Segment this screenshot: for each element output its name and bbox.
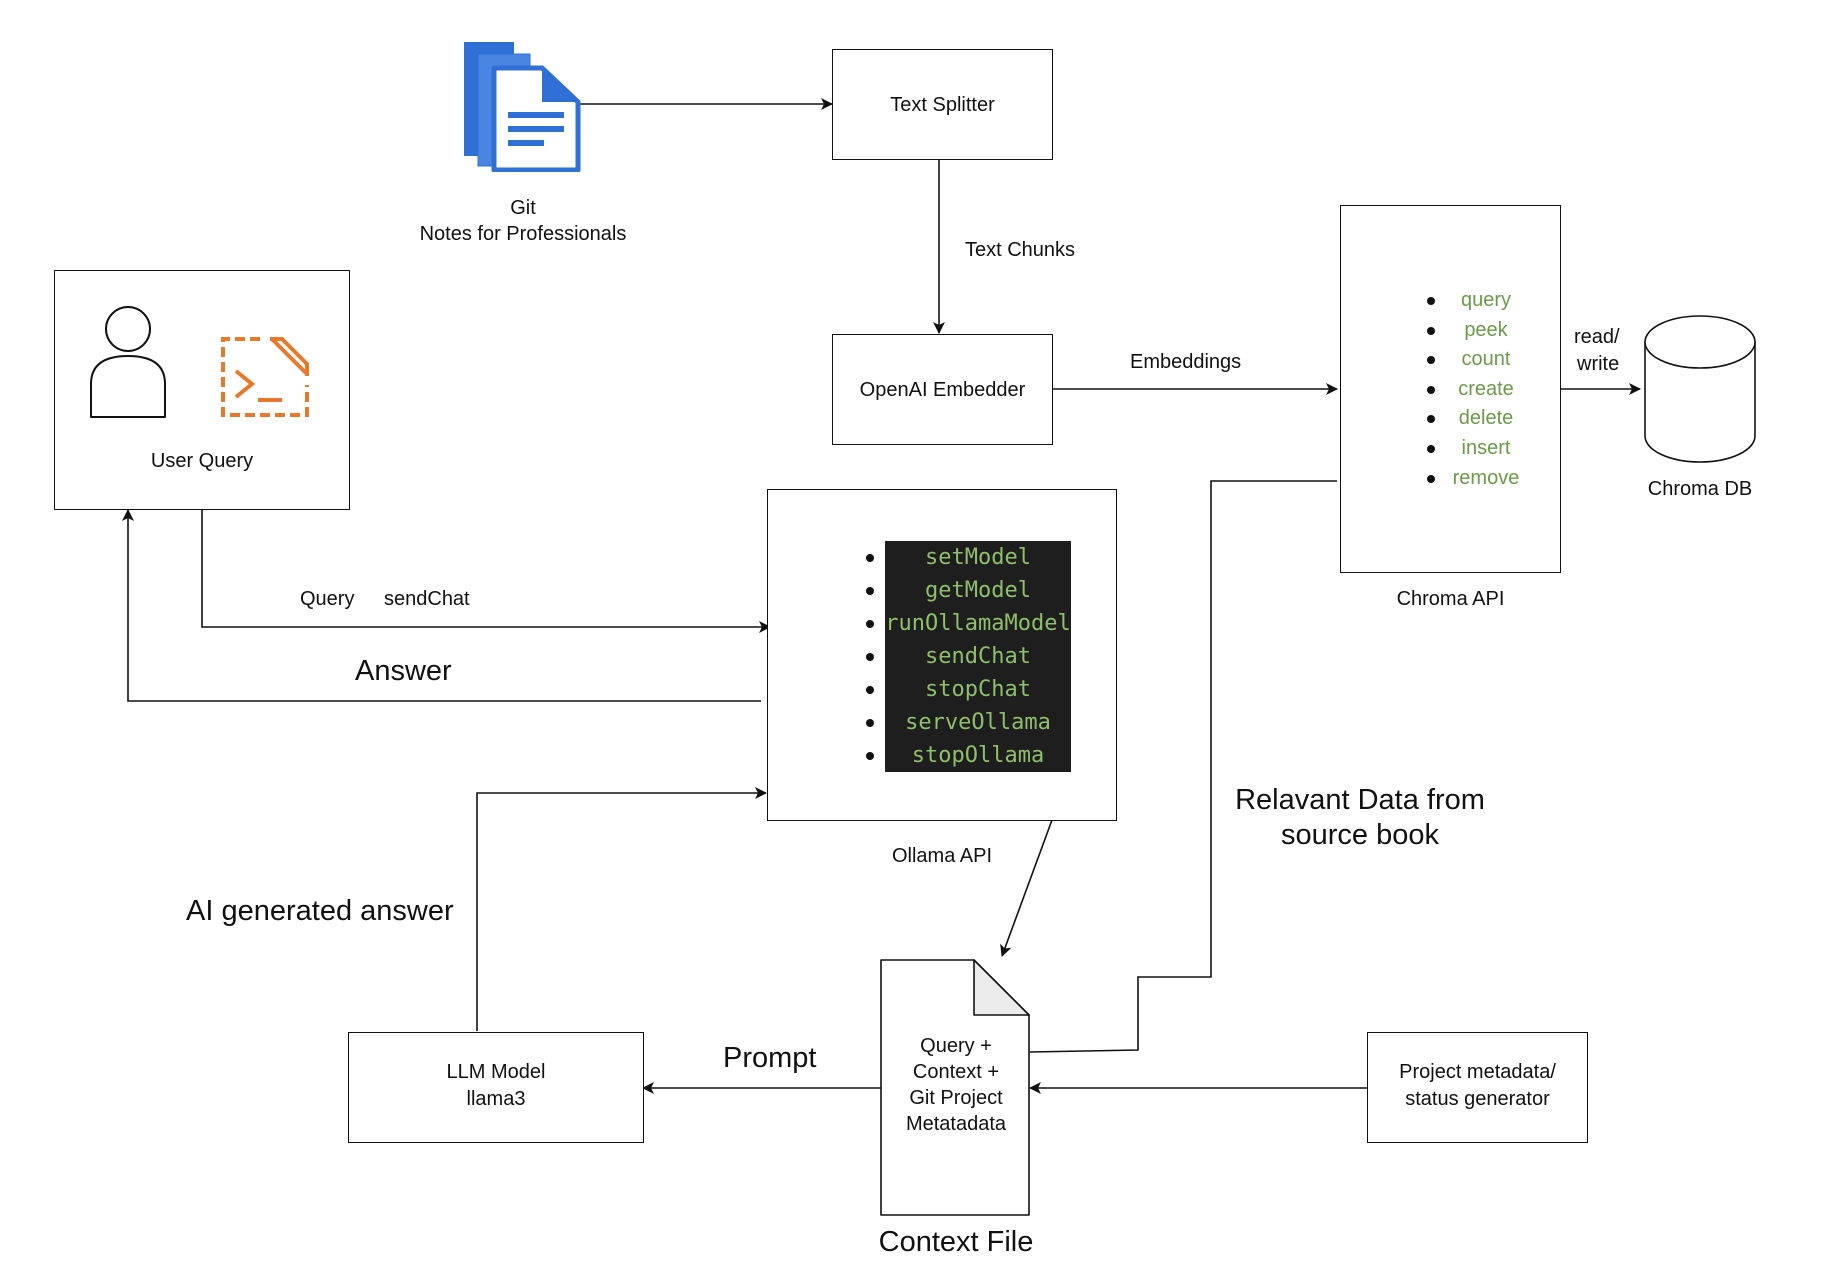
- context-line-metadata: Metatadata: [905, 1113, 1007, 1135]
- terminal-icon: [221, 337, 309, 417]
- chroma-method-peek: peek: [1464, 318, 1508, 341]
- context-line-context: Context +: [912, 1061, 1000, 1083]
- chroma-method-bullet: [1427, 385, 1435, 394]
- ollama-method-getModel: getModel: [925, 578, 1031, 603]
- chroma-method-bullet: [1427, 474, 1435, 483]
- arrow-ollama-to-user: [122, 509, 761, 702]
- text-splitter-box: Text Splitter: [832, 49, 1053, 160]
- chroma-method-bullet: [1427, 356, 1435, 365]
- context-line-git-project: Git Project: [909, 1087, 1003, 1109]
- context-file-caption: Context File: [878, 1226, 1034, 1258]
- prompt-label: Prompt: [723, 1042, 817, 1074]
- chroma-method-bullet: [1427, 326, 1435, 335]
- answer-label: Answer: [355, 655, 452, 687]
- arrow-ollama-to-context: [1000, 819, 1053, 957]
- ollama-method-bullet: [866, 554, 874, 562]
- chroma-method-bullet: [1427, 445, 1435, 453]
- ollama-api-title: Ollama API: [891, 845, 993, 867]
- relevant-data-label-line2: source book: [1281, 819, 1439, 851]
- ollama-method-stopOllama: stopOllama: [911, 743, 1045, 768]
- chroma-method-delete: delete: [1458, 407, 1514, 430]
- chroma-method-remove: remove: [1452, 466, 1520, 489]
- user-query-label: User Query: [150, 450, 254, 472]
- ollama-method-bullet: [866, 587, 874, 595]
- ollama-method-stopChat: stopChat: [925, 677, 1031, 702]
- project-metadata-box: [1367, 1032, 1588, 1143]
- database-icon: [1644, 315, 1756, 463]
- ollama-method-bullet: [866, 719, 874, 727]
- ollama-code-panel: setModel getModel runOllamaModel sendChat st…: [885, 541, 1071, 772]
- source-doc-title: Git: [510, 197, 536, 219]
- ollama-method-bullet: [866, 620, 874, 628]
- openai-embedder-box: OpenAI Embedder: [832, 334, 1053, 445]
- openai-embedder-label: OpenAI Embedder: [859, 378, 1026, 401]
- chroma-method-count: count: [1461, 348, 1511, 371]
- embeddings-label: Embeddings: [1130, 351, 1242, 373]
- ollama-method-bullet: [866, 653, 874, 661]
- relevant-data-label-line1: Relavant Data from: [1235, 784, 1485, 816]
- line-chroma-to-context: [1029, 480, 1337, 1053]
- chroma-api-title: Chroma API: [1396, 588, 1505, 610]
- ollama-method-bullet: [866, 686, 874, 694]
- chroma-method-bullet: [1427, 297, 1435, 305]
- context-file-icon: [880, 959, 1030, 1216]
- text-splitter-label: Text Splitter: [890, 93, 995, 116]
- send-chat-label: sendChat: [384, 588, 470, 610]
- chroma-method-query: query: [1460, 289, 1512, 311]
- chroma-method-bullet: [1427, 415, 1435, 424]
- chroma-api-box: [1340, 205, 1561, 573]
- text-chunks-label: Text Chunks: [965, 239, 1076, 261]
- arrow-query-to-ollama: [201, 508, 771, 633]
- ollama-method-runOllamaModel: runOllamaModel: [885, 611, 1071, 636]
- llm-model-name: llama3: [466, 1088, 526, 1110]
- chroma-db-label: Chroma DB: [1647, 478, 1753, 500]
- query-label: Query: [300, 588, 355, 610]
- chroma-method-create: create: [1458, 377, 1514, 400]
- ollama-method-serveOllama: serveOllama: [905, 710, 1051, 735]
- context-line-query: Query +: [920, 1035, 992, 1057]
- write-label: write: [1577, 353, 1620, 375]
- documents-icon: [464, 42, 581, 172]
- arrow-llm-to-ollama: [476, 787, 767, 1031]
- chroma-method-insert: insert: [1461, 437, 1511, 459]
- user-icon: [90, 306, 166, 418]
- project-metadata-label: Project metadata/: [1399, 1061, 1556, 1083]
- project-metadata-sublabel: status generator: [1405, 1088, 1550, 1110]
- llm-model-box: [348, 1032, 644, 1143]
- ai-answer-label: AI generated answer: [186, 895, 454, 927]
- read-label: read/: [1574, 326, 1620, 348]
- ollama-method-sendChat: sendChat: [925, 644, 1031, 669]
- llm-model-label: LLM Model: [446, 1061, 546, 1083]
- ollama-method-bullet: [866, 752, 874, 760]
- source-doc-subtitle: Notes for Professionals: [419, 223, 627, 245]
- ollama-method-setModel: setModel: [925, 545, 1031, 570]
